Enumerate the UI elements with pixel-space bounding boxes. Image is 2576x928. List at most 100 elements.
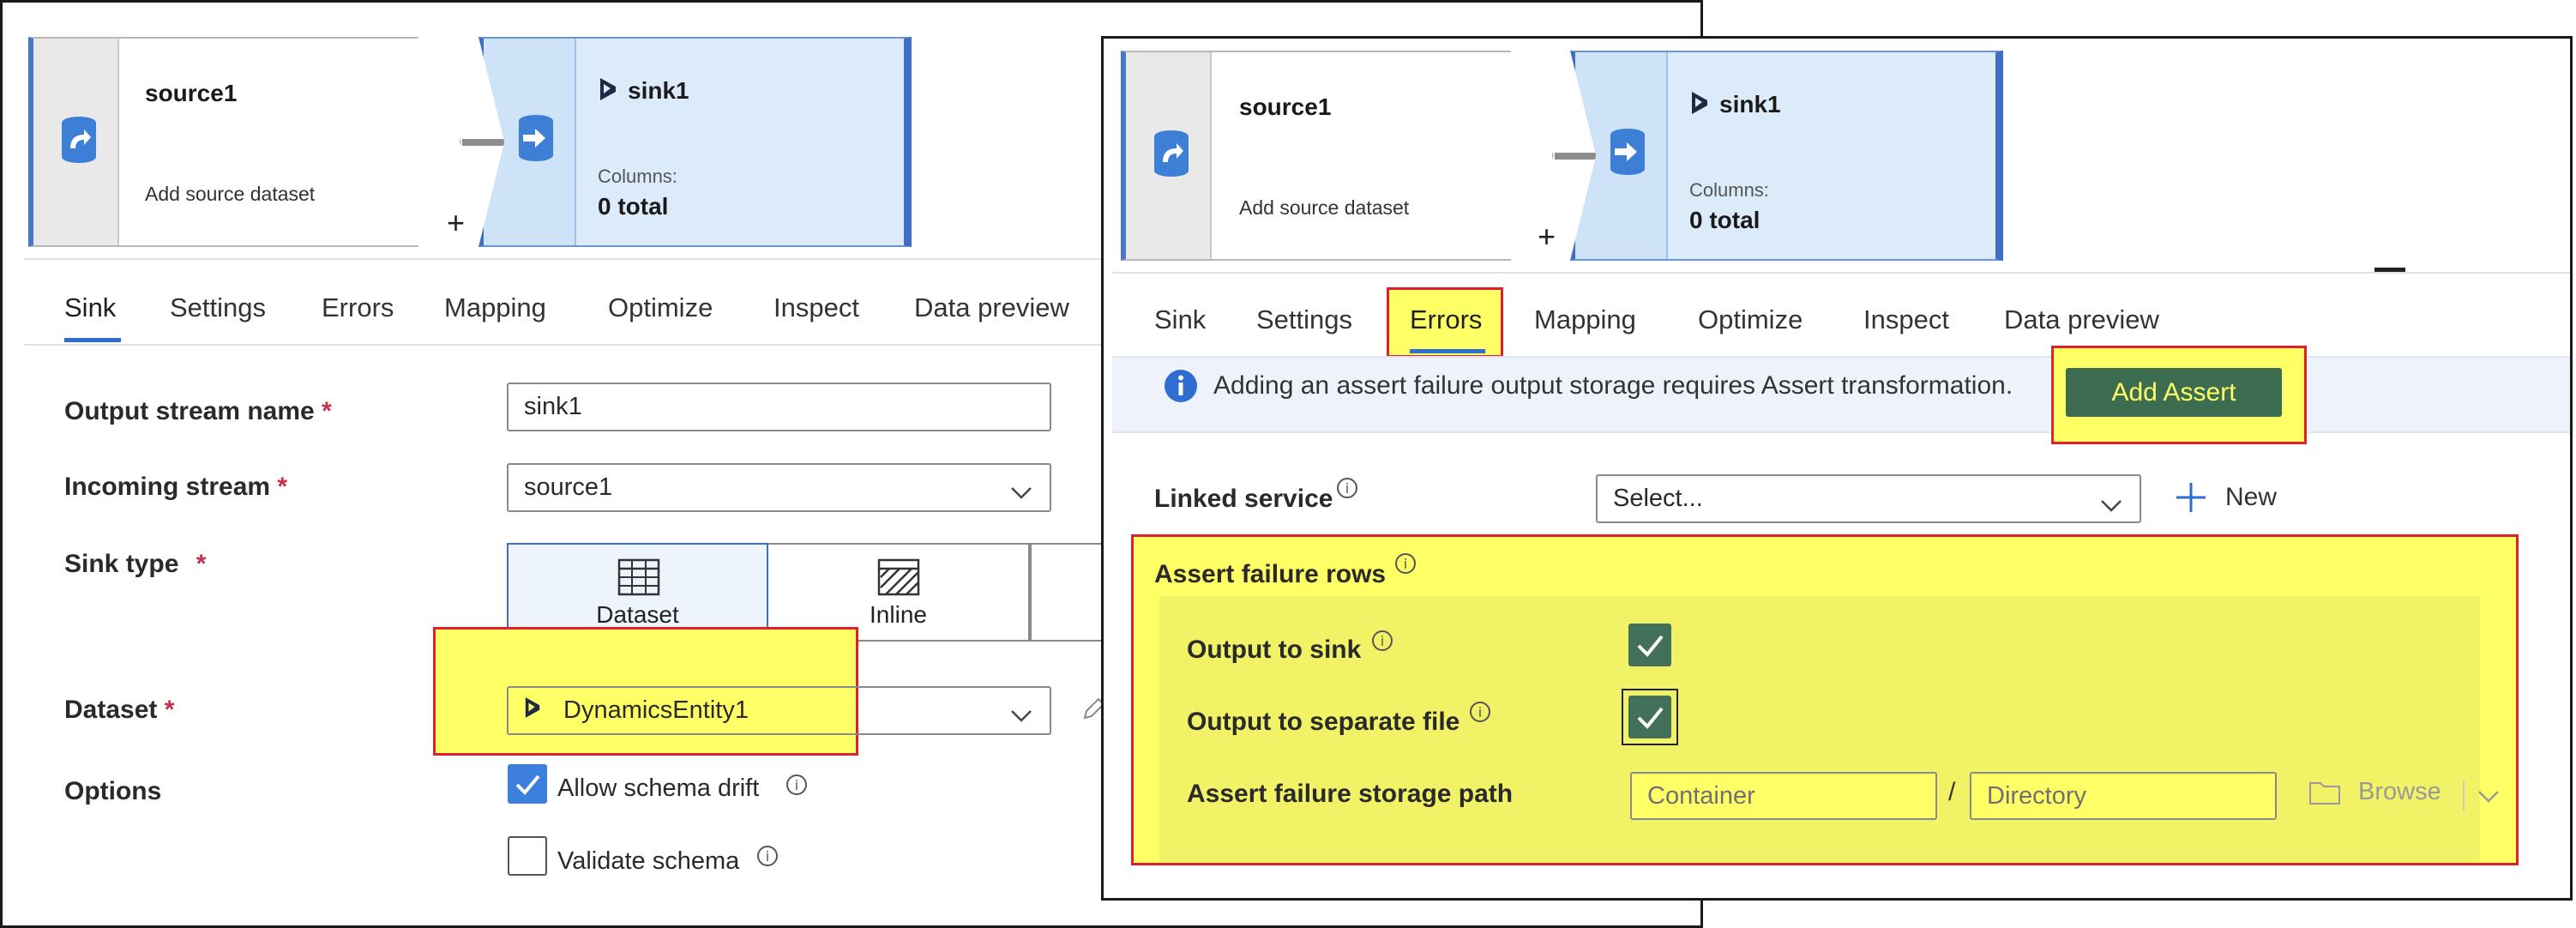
source-node[interactable]: source1 Add source dataset: [1121, 51, 1554, 261]
required-mark: *: [196, 550, 207, 578]
output-to-sink-checkbox[interactable]: [1628, 624, 1671, 666]
output-separate-file-label: Output to separate file: [1187, 708, 1460, 736]
allow-schema-drift-label: Allow schema drift: [557, 774, 760, 802]
required-mark: *: [322, 397, 332, 425]
folder-icon: [2309, 781, 2340, 804]
sink-node[interactable]: sink1 Columns: 0 total: [478, 37, 912, 247]
linked-service-placeholder: Select...: [1613, 485, 1703, 512]
tab-errors[interactable]: Errors: [1410, 304, 1483, 334]
sink-node-title: sink1: [628, 77, 689, 104]
output-stream-name-text: Output stream name: [64, 397, 315, 425]
right-screenshot-panel: source1 Add source dataset + sink1 Colum…: [1101, 36, 2573, 901]
allow-schema-drift-checkbox[interactable]: [508, 764, 547, 804]
tab-settings[interactable]: Settings: [170, 292, 267, 322]
validate-schema-checkbox[interactable]: [508, 836, 547, 876]
output-separate-file-checkbox[interactable]: [1628, 696, 1671, 738]
panel-resize-handle[interactable]: [2374, 268, 2405, 272]
check-icon: [1637, 707, 1664, 729]
source-node-subtitle[interactable]: Add source dataset: [145, 183, 316, 205]
incoming-stream-value: source1: [524, 473, 613, 501]
tab-mapping[interactable]: Mapping: [1534, 304, 1636, 334]
node-connector: [462, 139, 505, 146]
options-label: Options: [64, 777, 162, 805]
info-icon[interactable]: i: [1470, 702, 1490, 722]
sink-node-title: sink1: [1719, 91, 1781, 118]
output-separate-file-focus-ring: [1622, 689, 1678, 745]
source-node-title: source1: [145, 80, 238, 106]
info-banner-text: Adding an assert failure output storage …: [1213, 371, 2013, 400]
sink-type-inline-label: Inline: [870, 601, 927, 628]
chevron-down-icon[interactable]: [2477, 790, 2500, 808]
sink-type-label: Sink type *: [64, 550, 206, 579]
tab-errors-highlight: [1387, 287, 1503, 358]
assert-failure-rows-title: Assert failure rows: [1154, 560, 1387, 588]
new-button-label: New: [2225, 483, 2278, 511]
sink-type-inline-option[interactable]: Inline: [768, 543, 1030, 642]
directory-input[interactable]: Directory: [1970, 772, 2277, 820]
sink-columns-label: Columns:: [598, 166, 677, 187]
plus-icon: [2176, 483, 2206, 512]
chevron-down-icon: [2100, 491, 2122, 520]
linked-service-select[interactable]: Select...: [1596, 474, 2141, 523]
output-stream-name-label: Output stream name *: [64, 397, 332, 426]
dynamics-icon: [599, 76, 617, 106]
tab-inspect[interactable]: Inspect: [1863, 304, 1949, 334]
add-assert-button[interactable]: Add Assert: [2066, 368, 2282, 417]
tabs-divider: [24, 344, 1104, 346]
browse-button[interactable]: Browse: [2308, 778, 2441, 806]
output-stream-name-input[interactable]: sink1: [507, 383, 1051, 431]
dataset-value: DynamicsEntity1: [563, 696, 749, 724]
incoming-stream-select[interactable]: source1: [507, 463, 1051, 512]
linked-service-label: Linked service: [1154, 485, 1333, 513]
sink-icon: [518, 114, 554, 166]
tab-optimize[interactable]: Optimize: [1698, 304, 1803, 334]
info-icon: [1164, 369, 1198, 407]
sink-type-dataset-option[interactable]: Dataset: [507, 543, 768, 642]
sink-node[interactable]: sink1 Columns: 0 total: [1570, 51, 2003, 261]
info-banner: [1112, 356, 2570, 433]
source-icon: [1153, 130, 1189, 182]
sink-icon: [1610, 128, 1646, 180]
tab-optimize[interactable]: Optimize: [608, 292, 713, 322]
browse-divider: [2463, 781, 2465, 810]
tab-inspect[interactable]: Inspect: [773, 292, 859, 322]
sink-type-dataset-label: Dataset: [596, 601, 679, 628]
add-transformation-button[interactable]: +: [1538, 219, 1556, 254]
check-icon: [1637, 635, 1664, 657]
info-icon[interactable]: i: [757, 846, 778, 866]
source-node[interactable]: source1 Add source dataset: [28, 37, 461, 247]
output-to-sink-label: Output to sink: [1187, 636, 1362, 664]
source-node-title: source1: [1239, 93, 1332, 120]
check-icon: [515, 774, 540, 795]
tab-data-preview[interactable]: Data preview: [914, 292, 1069, 322]
tab-mapping[interactable]: Mapping: [444, 292, 546, 322]
path-separator: /: [1948, 778, 1956, 806]
incoming-stream-label: Incoming stream *: [64, 473, 287, 502]
dataset-label: Dataset *: [64, 696, 174, 725]
sink-type-text: Sink type: [64, 550, 179, 578]
sink-columns-label: Columns:: [1689, 179, 1769, 201]
source-node-subtitle[interactable]: Add source dataset: [1239, 196, 1410, 219]
dynamics-icon: [1690, 90, 1709, 120]
info-icon[interactable]: i: [786, 774, 807, 795]
tab-sink[interactable]: Sink: [1154, 304, 1207, 334]
tab-sink[interactable]: Sink: [64, 292, 117, 322]
inline-hatch-icon: [877, 558, 920, 600]
sink-columns-value: 0 total: [598, 193, 669, 220]
info-icon[interactable]: i: [1372, 630, 1393, 651]
dataset-select[interactable]: DynamicsEntity1: [507, 686, 1051, 735]
container-input[interactable]: Container: [1630, 772, 1937, 820]
info-icon[interactable]: i: [1337, 478, 1357, 498]
tab-settings[interactable]: Settings: [1256, 304, 1353, 334]
add-transformation-button[interactable]: +: [447, 205, 466, 240]
info-icon[interactable]: i: [1395, 553, 1416, 574]
sink-columns-value: 0 total: [1689, 207, 1760, 233]
dataset-text: Dataset: [64, 696, 158, 724]
tab-sink-underline: [64, 338, 121, 342]
tab-data-preview[interactable]: Data preview: [2004, 304, 2159, 334]
new-linked-service-button[interactable]: New: [2174, 476, 2277, 519]
canvas-divider: [24, 258, 1104, 260]
canvas-divider: [1112, 272, 2570, 274]
tab-errors[interactable]: Errors: [322, 292, 394, 322]
table-icon: [617, 558, 660, 600]
